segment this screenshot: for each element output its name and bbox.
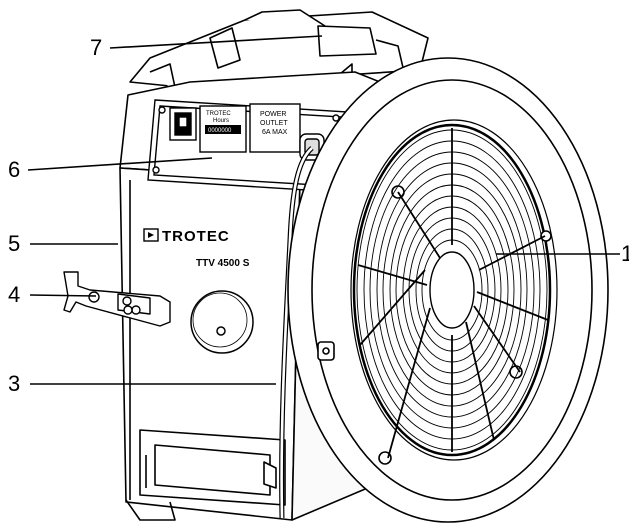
outlet-line3: 6A MAX: [262, 129, 288, 136]
callout-number-5: 5: [8, 231, 20, 256]
cable-hook: [63, 271, 171, 327]
callout-leaders: [27, 35, 620, 385]
round-badge: [190, 290, 254, 354]
brand-name: TROTEC: [162, 228, 230, 245]
callout-number-7: 7: [90, 35, 102, 60]
power-outlet-label-box: [249, 103, 301, 153]
callout-number-4: 4: [8, 282, 20, 307]
counter-label: Hours: [213, 118, 229, 124]
power-switch: [169, 107, 197, 141]
callout-number-3: 3: [8, 371, 20, 396]
counter-value: 0000000: [208, 128, 232, 134]
callout-number-6: 6: [8, 157, 20, 182]
fan-grille: [356, 128, 549, 459]
model-name: TTV 4500 S: [196, 258, 250, 269]
outlet-line1: POWER: [260, 111, 286, 118]
outlet-line2: OUTLET: [260, 120, 288, 127]
counter-brand: TROTEC: [206, 111, 231, 117]
callout-number-1: 1: [621, 241, 629, 266]
hour-counter-display: [205, 125, 241, 134]
brand-logo: [143, 228, 159, 242]
